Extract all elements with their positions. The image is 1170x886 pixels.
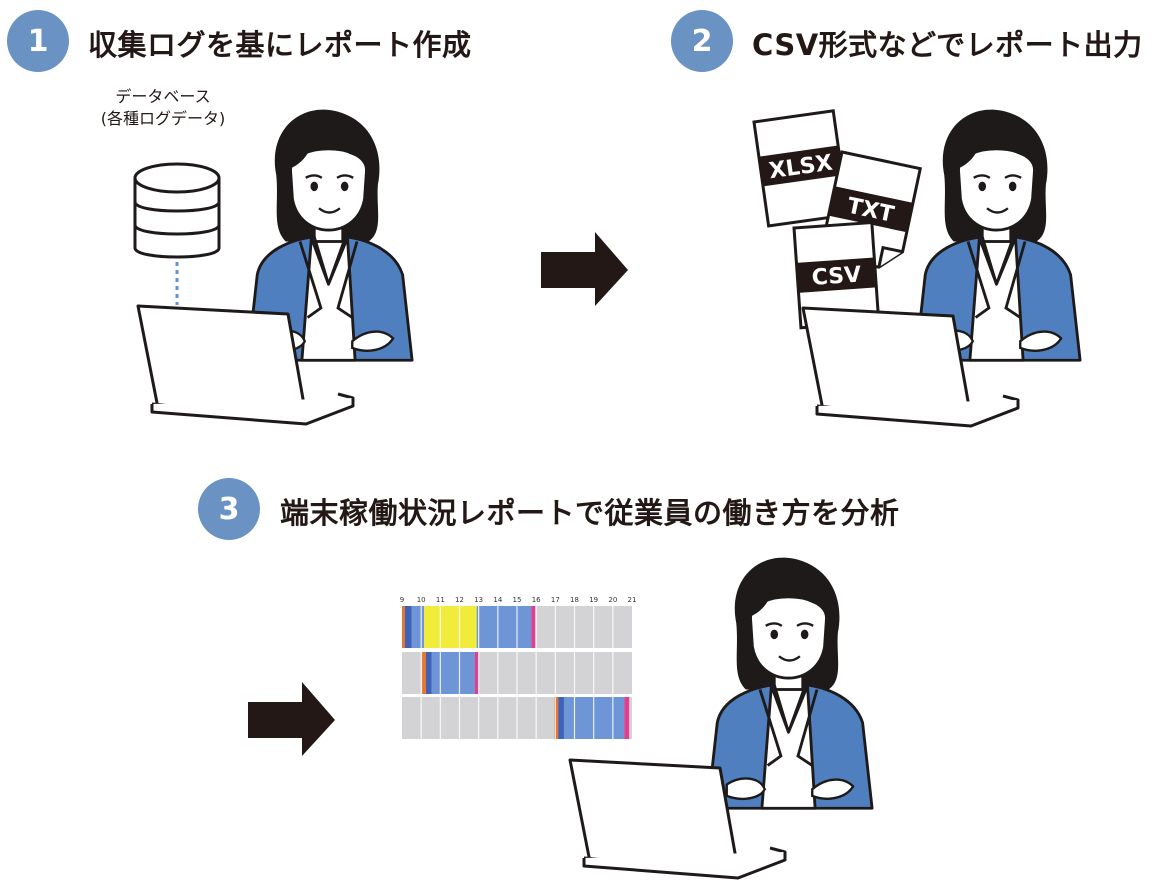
timeline-tick-label: 21 xyxy=(628,596,637,604)
database-label: データベース (各種ログデータ) xyxy=(78,86,248,130)
step-1-number: 1 xyxy=(7,10,69,72)
timeline-tick-label: 20 xyxy=(608,596,617,604)
step-2-number: 2 xyxy=(671,10,733,72)
step-2-title: CSV形式などでレポート出力 xyxy=(752,28,1143,62)
timeline-segment xyxy=(425,652,432,694)
document-csv-icon: CSV xyxy=(792,220,881,330)
timeline-segment xyxy=(531,606,536,648)
step-1-title: 収集ログを基にレポート作成 xyxy=(88,28,472,62)
timeline-tick-label: 17 xyxy=(551,596,560,604)
timeline-tick-label: 19 xyxy=(589,596,598,604)
arrow-right-icon-1 xyxy=(541,232,628,306)
timeline-segment xyxy=(558,697,564,739)
timeline-segment xyxy=(476,606,532,648)
step-3-number: 3 xyxy=(198,478,260,540)
timeline-segment xyxy=(402,606,405,648)
timeline-segment xyxy=(411,606,425,648)
person-3 xyxy=(706,556,874,810)
timeline-segment xyxy=(404,606,412,648)
timeline-tick-label: 10 xyxy=(417,596,426,604)
timeline-tick-label: 12 xyxy=(455,596,464,604)
timeline-chart: 9 10 11 12 13 14 15 16 17 18 19 20 21 xyxy=(400,596,637,739)
timeline-segment xyxy=(624,697,630,739)
timeline-tick-label: 13 xyxy=(474,596,483,604)
timeline-tick-label: 9 xyxy=(400,596,404,604)
timeline-segment xyxy=(554,697,559,739)
timeline-tick-label: 16 xyxy=(532,596,541,604)
timeline-tick-label: 11 xyxy=(436,596,445,604)
arrow-right-icon-2 xyxy=(248,682,335,756)
timeline-tick-label: 15 xyxy=(513,596,522,604)
database-label-line1: データベース xyxy=(115,87,211,106)
database-icon xyxy=(133,162,221,259)
timeline-tick-label: 14 xyxy=(493,596,502,604)
timeline-segment xyxy=(431,652,475,694)
database-label-line2: (各種ログデータ) xyxy=(100,109,226,128)
timeline-segment xyxy=(422,652,426,694)
timeline-segment xyxy=(474,652,479,694)
timeline-tick-label: 18 xyxy=(570,596,579,604)
document-csv-label: CSV xyxy=(811,262,862,290)
timeline-segment xyxy=(424,606,477,648)
step-3-title: 端末稼働状況レポートで従業員の働き方を分析 xyxy=(280,496,900,530)
